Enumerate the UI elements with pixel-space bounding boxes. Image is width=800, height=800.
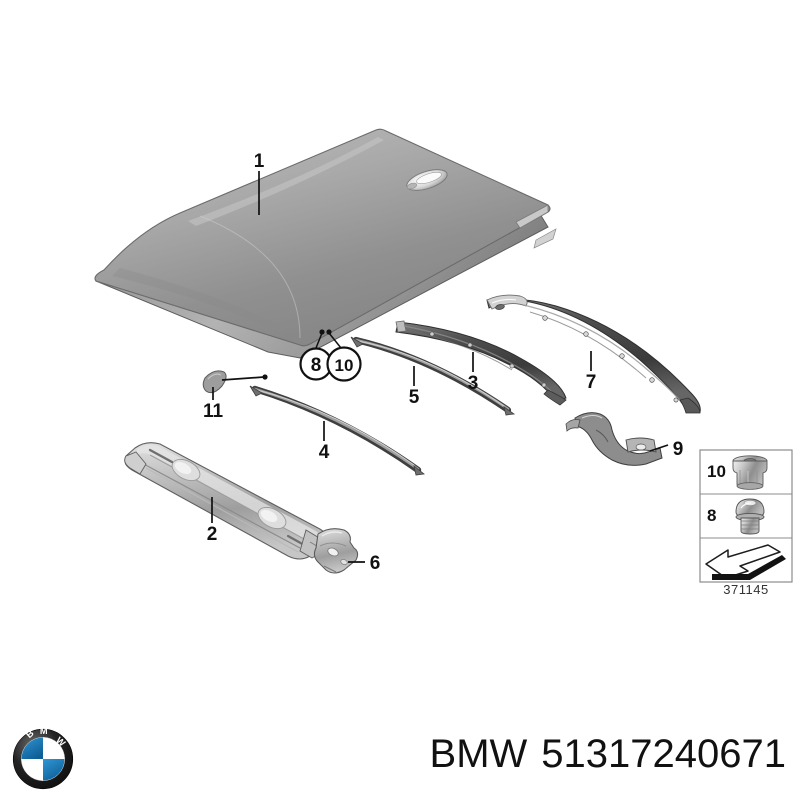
sleeve-bushing-icon — [732, 455, 768, 490]
leader-lines — [211, 171, 669, 563]
part-reinforcement-bracket — [565, 412, 663, 466]
part-roof-cross-member — [395, 320, 567, 406]
roof-aperture-detail — [406, 169, 448, 191]
brand-label: BMW — [429, 732, 528, 776]
svg-text:M: M — [40, 728, 48, 736]
callout-11: 11 — [203, 401, 224, 422]
part-plug-grommet — [202, 370, 227, 394]
callout-7: 7 — [586, 372, 597, 393]
svg-text:B: B — [24, 728, 36, 740]
callout-10: 10 — [335, 356, 354, 375]
dome-head-bolt-icon — [735, 498, 765, 535]
footer-bar: B M W BMW 51317240671 — [0, 712, 800, 800]
callout-8: 8 — [311, 355, 322, 376]
callout-3: 3 — [468, 373, 479, 394]
callout-9: 9 — [673, 439, 684, 460]
legend-num-8: 8 — [707, 506, 716, 525]
callout-circle-10 — [326, 346, 362, 382]
callout-1: 1 — [254, 151, 265, 172]
part-roof-rail-upper — [350, 336, 516, 416]
part-roof-panel — [94, 128, 557, 359]
callout-2: 2 — [207, 524, 218, 545]
part-roof-rail-lower — [249, 385, 425, 476]
brand-and-part-number: BMW 51317240671 — [430, 732, 786, 777]
legend-num-10: 10 — [707, 462, 726, 481]
part-roof-bow-center — [124, 442, 329, 560]
hardware-legend-box: 10 8 — [699, 449, 793, 597]
callout-labels: 1 2 3 4 5 6 7 9 11 8 10 — [203, 151, 683, 574]
bmw-roundel-logo: B M W — [12, 726, 74, 790]
callout-4: 4 — [319, 442, 330, 463]
callout-6: 6 — [370, 553, 381, 574]
part-bracket-small — [313, 528, 359, 574]
callout-5: 5 — [409, 387, 420, 408]
direction-arrow-icon — [705, 544, 786, 580]
part-rear-roof-bow — [486, 294, 701, 414]
drawing-number: 371145 — [723, 582, 768, 597]
part-number: 51317240671 — [541, 732, 786, 776]
